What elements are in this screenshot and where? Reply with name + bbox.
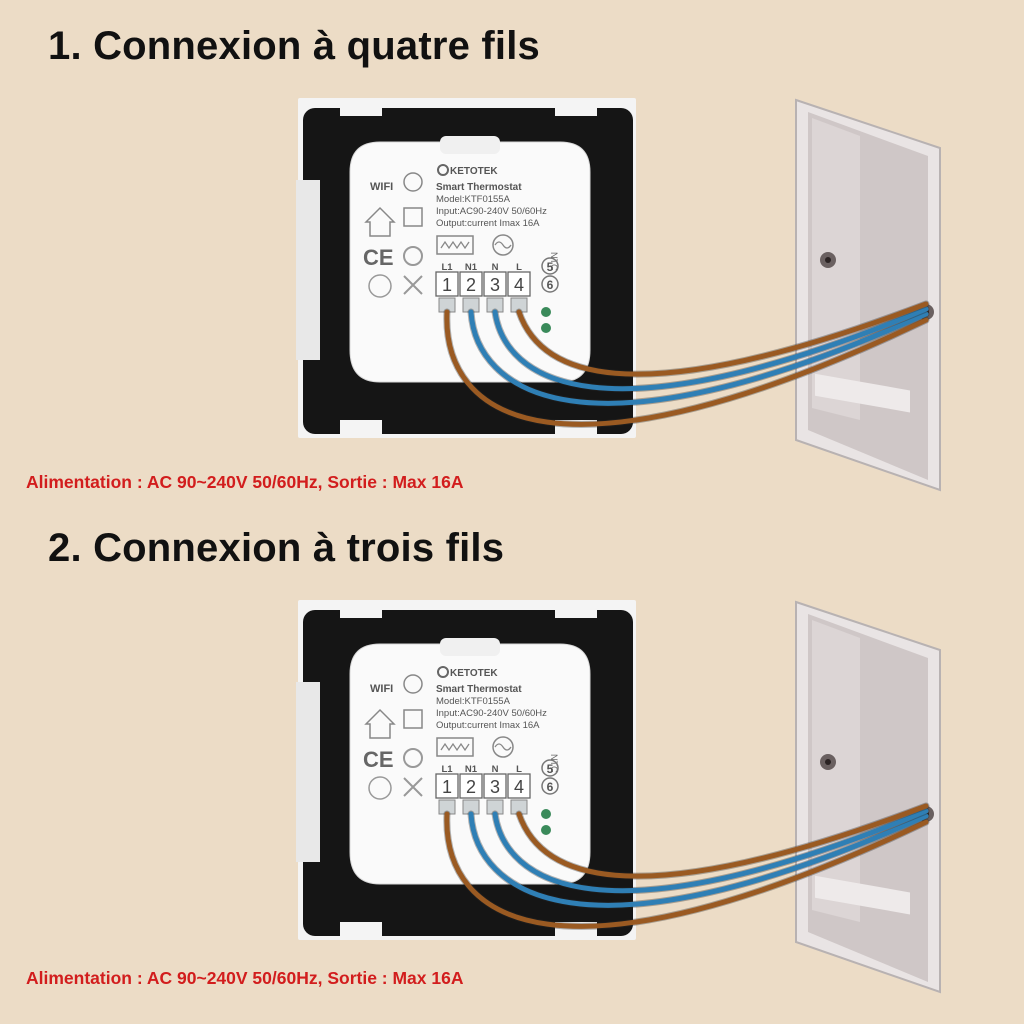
recycle-icon <box>403 748 423 768</box>
brand-logo-icon <box>437 666 449 678</box>
sensor-number-6: 6 <box>547 278 554 292</box>
home-icon <box>364 708 396 739</box>
terminal-label-l1: L1 <box>441 764 453 775</box>
terminal-label-n1: N1 <box>465 764 478 775</box>
module-labels: KETOTEK Smart ThermostatModel:KTF0155AInp… <box>363 666 559 835</box>
terminal-number-3: 3 <box>490 777 500 797</box>
terminal-box-3 <box>483 773 507 799</box>
wire-l1 <box>444 811 929 929</box>
terminal-label-n: N <box>492 262 499 273</box>
wire-n <box>492 306 929 392</box>
terminal-label-l: L <box>516 262 522 273</box>
wifi-button-icon <box>403 172 423 192</box>
input-label: Input:AC90-240V 50/60Hz <box>436 708 547 719</box>
output-label: Output:current Imax 16A <box>436 218 540 229</box>
output-label: Output:current Imax 16A <box>436 720 540 731</box>
wire-l1 <box>444 309 929 427</box>
sensor-terminal-6 <box>541 777 559 795</box>
model-label: Model:KTF0155A <box>436 696 511 707</box>
terminal-number-2: 2 <box>466 275 476 295</box>
wires <box>443 802 930 930</box>
brand-logo-icon <box>437 164 449 176</box>
wire-l <box>516 803 929 879</box>
terminal-label-l1: L1 <box>441 262 453 273</box>
wire-n1 <box>468 811 929 908</box>
product-label: Smart Thermostat <box>436 182 522 193</box>
motor-icon <box>492 234 514 256</box>
sensor-number-6: 6 <box>547 780 554 794</box>
terminal-label-n: N <box>492 764 499 775</box>
heater-zigzag <box>440 742 470 752</box>
sensor-screw-1 <box>541 307 551 317</box>
sensor-screw-2 <box>541 825 551 835</box>
sensor-terminal-5 <box>541 759 559 777</box>
weee-bin-icon <box>403 275 423 295</box>
motor-icon <box>492 736 514 758</box>
sensor-terminal-6 <box>541 275 559 293</box>
wire-n1 <box>468 309 929 406</box>
wall-box-2 <box>795 600 941 994</box>
double-insulation-icon <box>403 709 423 729</box>
recycle-icon <box>403 246 423 266</box>
input-label: Input:AC90-240V 50/60Hz <box>436 206 547 217</box>
ntc-label: NTC <box>549 252 559 271</box>
sensor-terminal-5 <box>541 257 559 275</box>
thermostat-wiring-illustration: KETOTEK Smart ThermostatModel:KTF0155AInp… <box>296 98 941 492</box>
sensor-number-5: 5 <box>547 762 554 776</box>
sensor-screw-2 <box>541 323 551 333</box>
disposal-person-icon <box>368 274 392 298</box>
sensor-number-5: 5 <box>547 260 554 274</box>
brand-label: KETOTEK <box>450 668 498 679</box>
ce-mark: CE <box>363 747 394 772</box>
terminal-box-4 <box>507 773 531 799</box>
double-insulation-icon <box>403 207 423 227</box>
terminal-box-2 <box>459 271 483 297</box>
section-1-title: 1. Connexion à quatre fils <box>48 24 540 68</box>
ntc-label: NTC <box>549 754 559 773</box>
terminal-number-1: 1 <box>442 275 452 295</box>
disposal-person-icon <box>368 776 392 800</box>
terminal-box-4 <box>507 271 531 297</box>
module-labels: KETOTEK Smart ThermostatModel:KTF0155AInp… <box>363 164 559 333</box>
section-2-title: 2. Connexion à trois fils <box>48 526 505 570</box>
heater-icon <box>436 235 474 255</box>
brand-label: KETOTEK <box>450 166 498 177</box>
ce-mark: CE <box>363 245 394 270</box>
section-1-spec: Alimentation : AC 90~240V 50/60Hz, Sorti… <box>26 472 464 492</box>
wires <box>443 300 930 428</box>
wire-n <box>492 808 929 894</box>
home-icon <box>364 206 396 237</box>
sensor-screw-1 <box>541 809 551 819</box>
terminal-label-n1: N1 <box>465 262 478 273</box>
terminal-box-1 <box>435 773 459 799</box>
model-label: Model:KTF0155A <box>436 194 511 205</box>
thermostat-module-2 <box>349 638 591 885</box>
motor-wave <box>494 241 512 249</box>
section-2-spec: Alimentation : AC 90~240V 50/60Hz, Sorti… <box>26 968 464 988</box>
heater-icon <box>436 737 474 757</box>
terminal-number-1: 1 <box>442 777 452 797</box>
wire-l <box>516 301 929 377</box>
terminal-label-l: L <box>516 764 522 775</box>
terminal-number-2: 2 <box>466 777 476 797</box>
terminal-box-3 <box>483 271 507 297</box>
terminal-box-2 <box>459 773 483 799</box>
motor-wave <box>494 743 512 751</box>
weee-bin-icon <box>403 777 423 797</box>
terminal-number-3: 3 <box>490 275 500 295</box>
terminal-number-4: 4 <box>514 777 524 797</box>
heater-zigzag <box>440 240 470 250</box>
product-label: Smart Thermostat <box>436 684 522 695</box>
terminal-number-4: 4 <box>514 275 524 295</box>
wifi-label: WIFI <box>370 683 393 695</box>
wall-box <box>795 98 941 492</box>
wifi-label: WIFI <box>370 181 393 193</box>
thermostat-wiring-illustration-2: KETOTEK Smart ThermostatModel:KTF0155AInp… <box>296 600 941 994</box>
wifi-button-icon <box>403 674 423 694</box>
terminal-box-1 <box>435 271 459 297</box>
